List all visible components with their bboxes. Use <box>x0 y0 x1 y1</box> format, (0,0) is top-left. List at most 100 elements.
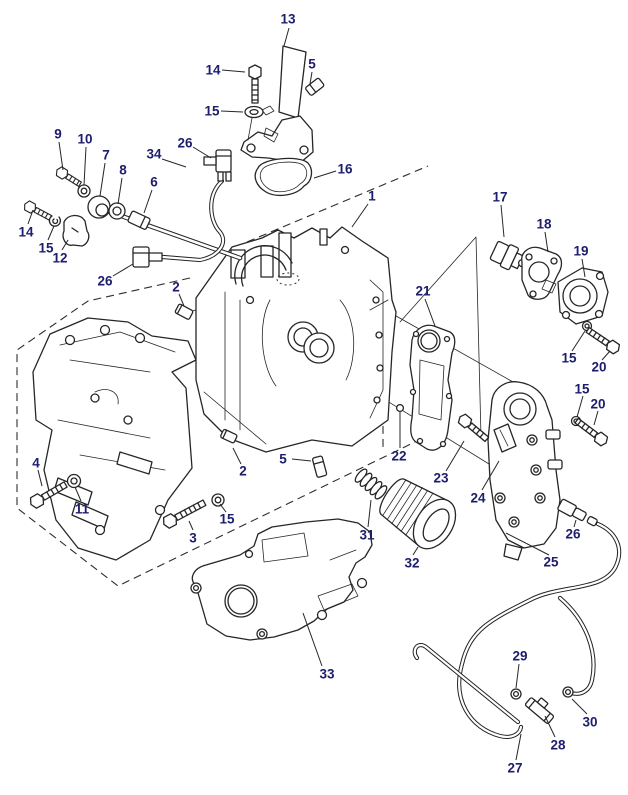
part-number-label: 9 <box>54 127 62 142</box>
part-number-label: 19 <box>573 244 588 259</box>
dowel-pin-art <box>174 303 328 478</box>
breather-hose-art <box>412 521 622 739</box>
part-number-label: 28 <box>550 738 566 753</box>
leader-line <box>576 395 584 418</box>
part-number-label: 7 <box>102 148 110 163</box>
part-number-label: 34 <box>146 147 162 162</box>
part-number-label: 25 <box>543 555 559 570</box>
side-cover-gasket-art <box>409 324 456 451</box>
part-number-label: 21 <box>415 284 431 299</box>
part-number-label: 15 <box>574 382 590 397</box>
leader-line <box>544 231 549 253</box>
part-number-label: 11 <box>75 502 90 517</box>
leader-line <box>61 239 69 251</box>
leader-line <box>112 263 134 277</box>
leader-line <box>232 447 242 465</box>
leader-line <box>581 258 586 278</box>
part-number-label: 14 <box>18 225 34 240</box>
part-number-label: 26 <box>177 136 193 151</box>
leader-line <box>571 698 588 715</box>
leader-line <box>37 469 43 487</box>
part-number-label: 31 <box>359 528 375 543</box>
part-number-label: 3 <box>189 531 197 546</box>
part-number-label: 15 <box>219 512 235 527</box>
part-number-label: 8 <box>119 163 127 178</box>
part-number-label: 13 <box>280 12 296 27</box>
leader-line <box>221 69 246 73</box>
leader-line <box>302 612 323 667</box>
thermostat-cover-art <box>557 267 609 325</box>
part-number-label: 15 <box>204 104 220 119</box>
leader-line <box>313 170 337 179</box>
part-number-label: 2 <box>239 464 247 479</box>
leader-line <box>143 189 153 214</box>
leader-line <box>117 177 123 205</box>
leader-line <box>291 458 312 462</box>
part-number-label: 30 <box>582 715 597 730</box>
leader-line <box>74 486 82 502</box>
side-cover-art <box>395 381 598 561</box>
leader-line <box>220 110 244 113</box>
leader-line <box>219 503 227 513</box>
leader-line <box>445 440 465 472</box>
leader-line <box>58 141 64 171</box>
part-number-label: 32 <box>404 556 419 571</box>
leader-line <box>99 162 106 197</box>
part-number-label: 23 <box>433 471 449 486</box>
part-number-label: 12 <box>52 251 67 266</box>
leader-line <box>505 532 550 556</box>
part-number-label: 10 <box>77 132 92 147</box>
leader-line <box>515 663 520 689</box>
part-number-label: 4 <box>32 456 40 471</box>
leader-line <box>27 209 34 225</box>
part-number-label: 6 <box>150 175 158 190</box>
base-gasket-art <box>190 518 373 641</box>
part-number-label: 27 <box>507 761 522 776</box>
leader-line <box>283 27 290 47</box>
leader-line <box>178 293 185 307</box>
leader-line <box>192 146 212 159</box>
part-number-label: 24 <box>470 491 486 506</box>
leader-line <box>500 204 505 238</box>
part-number-label: 22 <box>391 449 406 464</box>
part-number-label: 5 <box>308 57 316 72</box>
part-number-label: 20 <box>591 360 606 375</box>
leader-line <box>161 158 187 168</box>
relief-spring-art <box>354 468 388 500</box>
leader-line <box>309 71 313 85</box>
leader-line <box>83 146 87 186</box>
part-number-label: 20 <box>590 397 605 412</box>
leader-line <box>601 350 611 361</box>
oil-filler-bracket-art <box>240 45 325 164</box>
oil-passage-gasket-art <box>254 157 313 197</box>
leader-line <box>47 225 55 241</box>
leader-line <box>367 499 372 528</box>
leader-line <box>571 330 586 352</box>
leader-line <box>412 546 419 556</box>
leader-line <box>351 203 369 228</box>
leader-line <box>424 298 436 327</box>
leader-line <box>593 410 599 426</box>
part-number-label: 26 <box>565 527 581 542</box>
leader-line <box>573 519 577 528</box>
part-number-label: 33 <box>319 667 335 682</box>
part-number-label: 15 <box>561 351 577 366</box>
part-number-label: 14 <box>205 63 221 78</box>
part-number-label: 26 <box>97 274 113 289</box>
rod-and-fittings-art <box>24 149 243 268</box>
part-number-label: 2 <box>172 280 180 295</box>
part-number-label: 16 <box>337 162 353 177</box>
leader-line <box>515 733 522 761</box>
part-number-label: 18 <box>536 217 552 232</box>
leader-line <box>188 520 194 531</box>
thermostat-gasket-art <box>521 246 563 300</box>
dashed-group-outline <box>16 165 429 587</box>
mount-bolt-art <box>29 473 225 529</box>
part-number-label: 5 <box>279 452 287 467</box>
oil-filter-art <box>379 478 457 550</box>
cover-bolts-art <box>570 320 621 447</box>
crankcase-half-art <box>32 317 197 561</box>
